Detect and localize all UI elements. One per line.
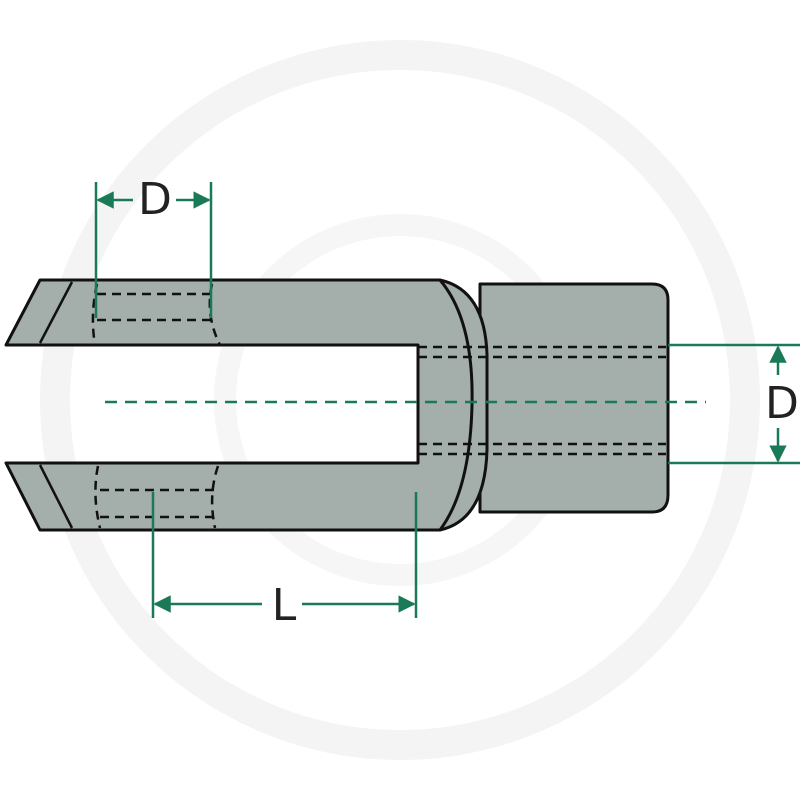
clevis-body	[4, 278, 670, 532]
fork-end-curve	[438, 279, 474, 531]
label-length: L	[272, 580, 297, 631]
dimension-right-d	[668, 343, 800, 465]
dimension-length	[151, 492, 418, 618]
chamfer-top	[38, 281, 74, 344]
label-top-d: D	[138, 174, 172, 225]
chamfer-lines	[38, 281, 74, 529]
shank	[478, 282, 670, 514]
label-right-d: D	[765, 378, 799, 429]
chamfer-bottom	[38, 464, 74, 529]
dimension-top-d	[94, 182, 213, 318]
watermark-ring-outer	[40, 40, 760, 760]
fork	[4, 278, 489, 532]
hidden-hole-bottom-right-arc	[210, 465, 220, 529]
hidden-hole-bottom-left-arc	[94, 465, 102, 529]
